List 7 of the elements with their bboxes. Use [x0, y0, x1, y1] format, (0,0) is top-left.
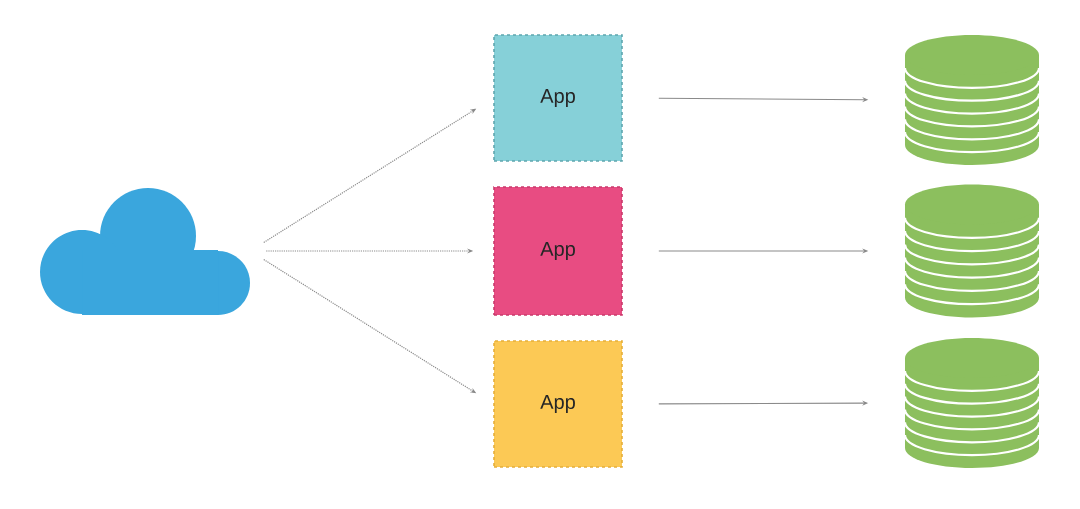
- database-drawing: [903, 35, 1041, 165]
- database-drawing: [903, 338, 1041, 468]
- cloud: [40, 188, 250, 315]
- app-box: App: [493, 186, 623, 316]
- database-drawing: [903, 184, 1041, 318]
- app-box: App: [493, 340, 623, 468]
- app-box: App: [493, 34, 623, 162]
